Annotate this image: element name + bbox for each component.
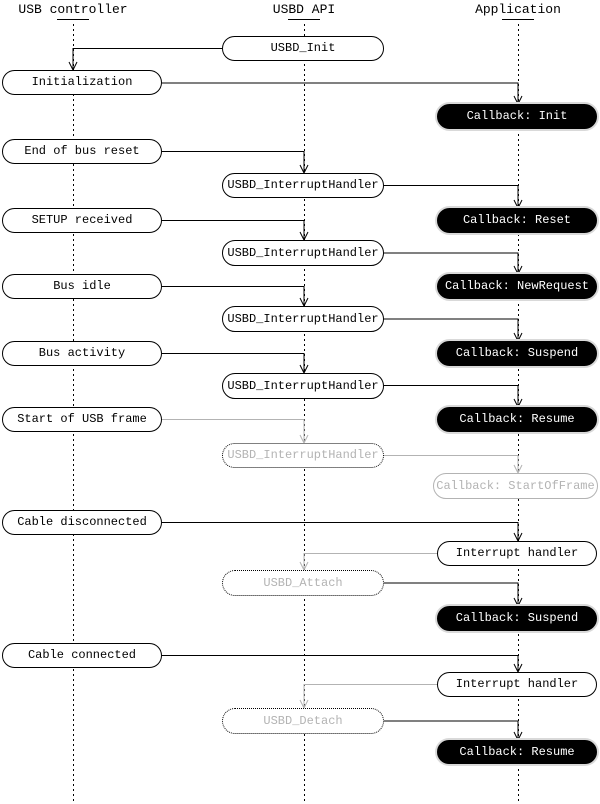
node-setup-received: SETUP received — [2, 208, 162, 233]
node-interrupt-handler-2: Interrupt handler — [437, 672, 597, 697]
node-usbd-interrupthandler-1: USBD_InterruptHandler — [222, 173, 384, 198]
node-cable-connected: Cable connected — [2, 643, 162, 668]
node-bus-idle: Bus idle — [2, 274, 162, 299]
node-initialization: Initialization — [2, 70, 162, 95]
node-usbd-attach: USBD_Attach — [222, 570, 384, 596]
node-callback-suspend-2: Callback: Suspend — [437, 606, 597, 631]
node-cable-disconnected: Cable disconnected — [2, 510, 162, 535]
node-bus-activity: Bus activity — [2, 341, 162, 366]
header-underline — [502, 19, 534, 20]
node-callback-newrequest: Callback: NewRequest — [437, 274, 597, 299]
node-usbd-interrupthandler-2: USBD_InterruptHandler — [222, 240, 384, 266]
node-usbd-interrupthandler-4: USBD_InterruptHandler — [222, 373, 384, 399]
node-callback-resume-2: Callback: Resume — [437, 740, 597, 764]
node-start-of-usb-frame: Start of USB frame — [2, 407, 162, 432]
node-usbd-init: USBD_Init — [222, 36, 384, 61]
node-end-of-bus-reset: End of bus reset — [2, 139, 162, 164]
node-usbd-interrupthandler-5: USBD_InterruptHandler — [222, 443, 384, 468]
node-usbd-interrupthandler-3: USBD_InterruptHandler — [222, 306, 384, 332]
column-header-usbd-api: USBD API — [272, 2, 336, 17]
column-header-application: Application — [475, 2, 561, 17]
node-usbd-detach: USBD_Detach — [222, 708, 384, 734]
node-interrupt-handler-1: Interrupt handler — [437, 541, 597, 566]
node-callback-startofframe: Callback: StartOfFrame — [433, 473, 598, 499]
node-callback-suspend-1: Callback: Suspend — [437, 341, 597, 366]
node-callback-init: Callback: Init — [437, 104, 597, 129]
header-underline — [57, 19, 89, 20]
node-callback-reset: Callback: Reset — [437, 208, 597, 233]
column-header-usb-controller: USB controller — [18, 2, 128, 17]
header-underline — [288, 19, 320, 20]
node-callback-resume-1: Callback: Resume — [437, 407, 597, 432]
